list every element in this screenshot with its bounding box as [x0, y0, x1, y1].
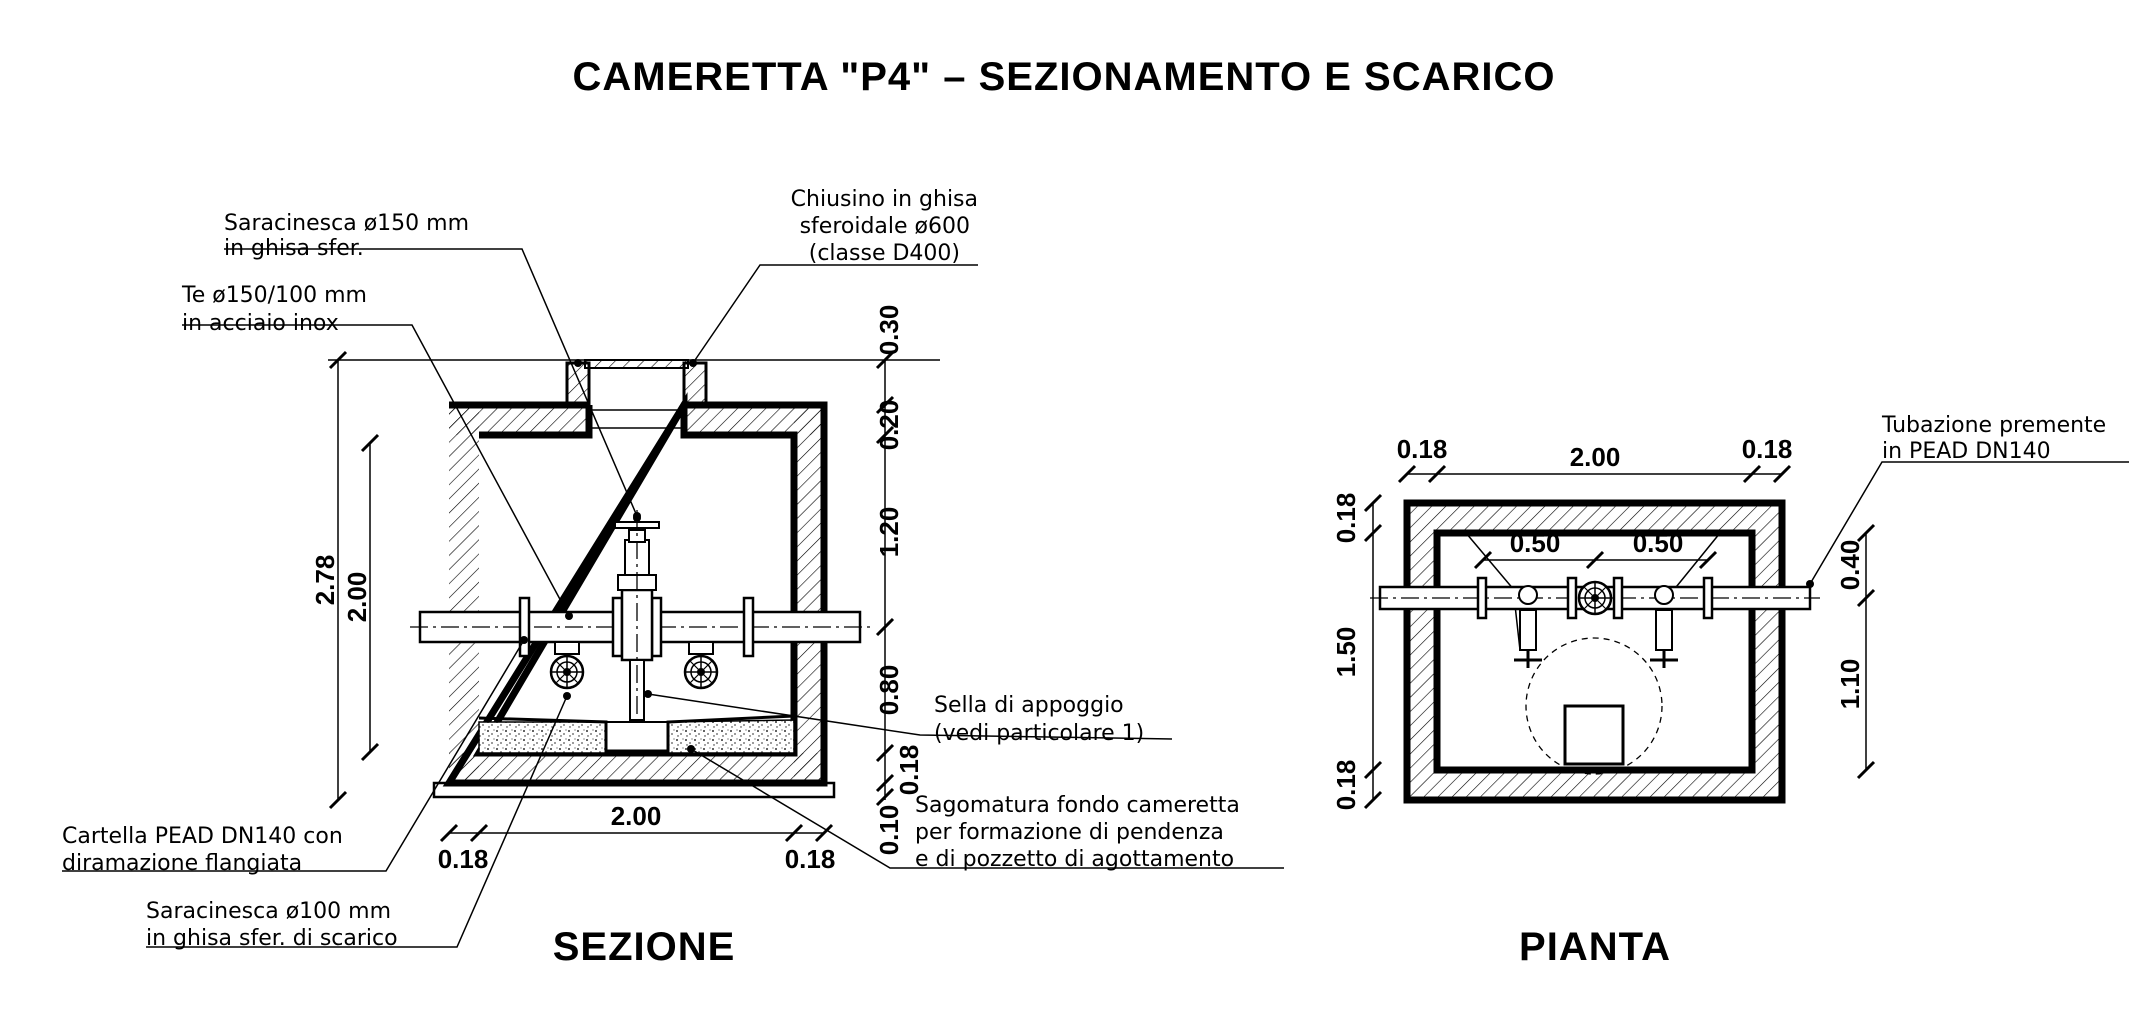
plan-dimension-lines	[1363, 464, 1876, 810]
section-dimension-lines	[328, 350, 940, 843]
dim-plan-spacing-left: 0.50	[1510, 528, 1561, 558]
drawing-title: CAMERETTA "P4" – SEZIONAMENTO E SCARICO	[573, 55, 1556, 99]
dim-plan-spacing-right: 0.50	[1633, 528, 1684, 558]
plan-leader-line	[1809, 461, 2129, 585]
label-chiusino-line2: sferoidale ø600	[800, 214, 970, 239]
label-chiusino-line1: Chiusino in ghisa	[791, 187, 978, 212]
dim-plan-040: 0.40	[1835, 540, 1865, 591]
dim-section-inner-height: 2.00	[342, 572, 372, 623]
plan-view: Tubazione premente in PEAD DN140 0.18 2.…	[1331, 413, 2129, 969]
label-saracinesca-150-line2: in ghisa sfer.	[224, 236, 364, 261]
dim-section-wall-right: 0.18	[785, 844, 836, 874]
section-drain-valve-left	[549, 641, 585, 690]
dim-plan-wall-top: 0.18	[1331, 493, 1361, 544]
label-sella-line1: Sella di appoggio	[934, 693, 1124, 718]
dim-section-120: 1.20	[874, 507, 904, 558]
plan-main-pipe	[1370, 576, 1820, 620]
label-tubazione-line2: in PEAD DN140	[1882, 439, 2051, 464]
dim-plan-wall-right: 0.18	[1742, 434, 1793, 464]
dim-section-floor-018: 0.18	[894, 745, 924, 796]
label-cartella-line2: diramazione flangiata	[62, 851, 302, 876]
dim-section-total-height: 2.78	[310, 555, 340, 606]
plan-caption: PIANTA	[1519, 925, 1671, 969]
dim-plan-110: 1.10	[1835, 659, 1865, 710]
dim-section-base-010: 0.10	[874, 805, 904, 856]
label-saracinesca-100-line2: in ghisa sfer. di scarico	[146, 926, 398, 951]
label-sagomatura-line1: Sagomatura fondo cameretta	[915, 793, 1240, 818]
dim-section-wall-left: 0.18	[438, 844, 489, 874]
label-chiusino-line3: (classe D400)	[809, 241, 960, 266]
dim-section-080: 0.80	[874, 665, 904, 716]
label-sagomatura-line2: per formazione di pendenza	[915, 820, 1224, 845]
section-view: Saracinesca ø150 mm in ghisa sfer. Te ø1…	[62, 187, 1284, 969]
label-cartella-line1: Cartella PEAD DN140 con	[62, 824, 343, 849]
section-leader-lines	[62, 248, 1284, 948]
manhole-cover	[584, 359, 689, 369]
label-tubazione-line1: Tubazione premente	[1881, 413, 2106, 438]
label-saracinesca-150-line1: Saracinesca ø150 mm	[224, 211, 469, 236]
dim-section-020: 0.20	[874, 400, 904, 451]
label-te-line1: Te ø150/100 mm	[181, 283, 367, 308]
dim-plan-height: 1.50	[1331, 627, 1361, 678]
dim-plan-wall-left: 0.18	[1397, 434, 1448, 464]
section-gate-valve-150	[614, 510, 660, 725]
label-saracinesca-100-line1: Saracinesca ø100 mm	[146, 899, 391, 924]
floor-shaping	[478, 721, 607, 754]
dim-plan-wall-bottom: 0.18	[1331, 760, 1361, 811]
label-sagomatura-line3: e di pozzetto di agottamento	[915, 847, 1234, 872]
dim-section-030: 0.30	[874, 305, 904, 356]
label-te-line2: in acciaio inox	[182, 311, 339, 336]
plan-sump	[1563, 704, 1625, 766]
label-sella-line2: (vedi particolare 1)	[934, 721, 1144, 746]
chamber-walls	[442, 361, 828, 787]
plan-drain-valve-right	[1650, 585, 1678, 668]
section-drain-valve-right	[683, 641, 719, 690]
dim-section-bottom-width: 2.00	[611, 801, 662, 831]
section-caption: SEZIONE	[553, 925, 736, 969]
dim-plan-width: 2.00	[1570, 442, 1621, 472]
plan-drain-valve-left	[1514, 585, 1542, 668]
plan-sump-outline	[1525, 637, 1663, 775]
